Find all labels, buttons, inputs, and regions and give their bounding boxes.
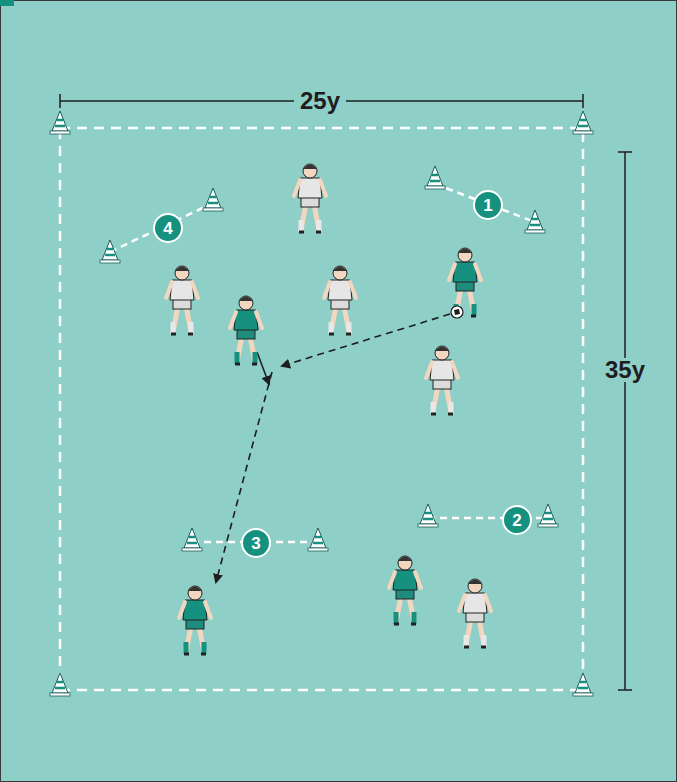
callout-circle: 1 [473,190,503,220]
corner-tab [0,0,14,6]
dimension-lines [60,94,632,690]
gate-lines [110,184,548,542]
dimension-label: 35y [599,358,651,382]
callout-number: 3 [251,535,260,552]
callout-number: 2 [512,512,521,529]
callout-number: 1 [483,197,492,214]
callout-circle: 2 [502,505,532,535]
callout-number: 4 [163,220,172,237]
pitch-boundary [60,128,583,690]
callout-circle: 3 [241,528,271,558]
cones [50,111,593,696]
callout-circle: 4 [153,213,183,243]
dimension-label: 25y [294,89,346,113]
players [166,164,491,654]
ball [451,306,463,318]
